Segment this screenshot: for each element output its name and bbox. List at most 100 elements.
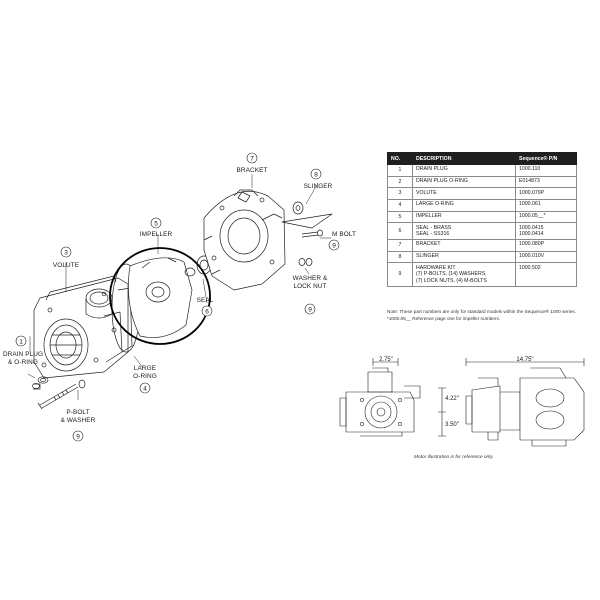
motor-caption: Motor illustration is for reference only… [414, 454, 494, 460]
svg-text:BRACKET: BRACKET [237, 167, 268, 174]
svg-text:WASHER &: WASHER & [293, 275, 328, 282]
svg-text:P-BOLT: P-BOLT [66, 409, 89, 416]
svg-text:7: 7 [250, 155, 254, 162]
part-number-line: 1000.05__* [519, 213, 546, 220]
row-part-number: E014873 [515, 175, 577, 189]
volute-part [33, 275, 133, 379]
row-number: 4 [387, 199, 413, 212]
row-part-number: 1000.079P [515, 187, 577, 201]
svg-text:4: 4 [143, 385, 147, 392]
svg-text:3: 3 [64, 249, 68, 256]
washer-lock-nut-part [298, 258, 313, 266]
description-line: LARGE O-RING [416, 201, 454, 208]
callout-m-bolt: M BOLT 9 [328, 231, 356, 251]
row-number: 7 [387, 239, 413, 252]
svg-text:LOCK NUT: LOCK NUT [293, 283, 326, 290]
row-number: 1 [387, 164, 413, 177]
row-number: 6 [387, 222, 413, 241]
svg-text:9: 9 [76, 433, 80, 440]
row-part-number: 1000.502 [515, 262, 577, 287]
row-description: VOLUTE [412, 187, 516, 201]
row-description: LARGE O-RING [412, 199, 516, 212]
description-line: SEAL - SS316 [416, 231, 450, 238]
svg-text:9: 9 [332, 242, 336, 249]
part-number-line: 1000.010V [519, 253, 545, 260]
callout-slinger: 8 SLINGER [304, 168, 333, 190]
callout-seal: SEAL 6 [197, 297, 214, 317]
slinger-part [292, 201, 304, 215]
row-description: DRAIN PLUG [412, 164, 516, 177]
row-number: 2 [387, 175, 413, 189]
row-part-number: 1000.080P [515, 239, 577, 252]
row-part-number: 1000.05__* [515, 210, 577, 224]
description-line: HARDWARE KIT [416, 264, 456, 271]
description-line: DRAIN PLUG [416, 166, 448, 173]
row-description: SLINGER [412, 250, 516, 264]
svg-text:LARGE: LARGE [134, 365, 156, 372]
header-description: DESCRIPTION [412, 152, 516, 165]
callout-volute: 3 VOLUTE [53, 246, 79, 269]
side-view-drawing [465, 358, 585, 447]
svg-text:5: 5 [154, 220, 158, 227]
callout-impeller: 5 IMPELLER [140, 217, 173, 238]
description-line: SLINGER [416, 253, 439, 260]
motor-shaft-part [281, 213, 333, 229]
svg-text:4.22": 4.22" [445, 396, 459, 402]
svg-text:1: 1 [19, 338, 23, 345]
row-part-number: 1000.061 [515, 199, 577, 212]
description-line: IMPELLER [416, 213, 442, 220]
svg-text:14.75": 14.75" [516, 357, 533, 363]
svg-text:M BOLT: M BOLT [332, 231, 356, 238]
svg-text:6: 6 [205, 308, 209, 315]
callout-p-bolt: P-BOLT & WASHER 9 [61, 409, 96, 442]
impeller-part [128, 257, 196, 338]
svg-text:9: 9 [308, 306, 312, 313]
description-line: SEAL - BRASS [416, 224, 452, 231]
header-part-number: Sequence® P/N [515, 152, 577, 165]
part-number-line: 1000.080P [519, 241, 545, 248]
svg-text:SEAL: SEAL [197, 297, 214, 304]
svg-text:2.75": 2.75" [379, 357, 393, 363]
description-line: BRACKET [416, 241, 441, 248]
row-description: HARDWARE KIT(7) P-BOLTS, (14) WASHERS,(7… [412, 262, 516, 287]
row-part-number: 1000.010V [515, 250, 577, 264]
svg-text:& O-RING: & O-RING [8, 359, 38, 366]
row-part-number: 1000.110 [515, 164, 577, 177]
parts-note: Note: These part numbers are only for st… [387, 309, 576, 321]
front-view-drawing [339, 358, 446, 437]
part-number-line: 1000.0414 [519, 231, 544, 238]
part-number-line: 1000.061 [519, 201, 541, 208]
callout-washer-lock-nut: WASHER & LOCK NUT 9 [293, 275, 328, 315]
svg-text:8: 8 [314, 171, 318, 178]
svg-text:O-RING: O-RING [133, 373, 157, 380]
description-line: (7) P-BOLTS, (14) WASHERS, [416, 271, 487, 278]
description-line: DRAIN PLUG O-RING [416, 177, 468, 184]
description-line: VOLUTE [416, 189, 437, 196]
m-bolt-part [301, 229, 323, 238]
row-number: 8 [387, 250, 413, 264]
p-bolt-part [37, 379, 86, 410]
row-description: BRACKET [412, 239, 516, 252]
row-description: IMPELLER [412, 210, 516, 224]
callout-large-o-ring: LARGE O-RING 4 [133, 365, 157, 394]
row-description: DRAIN PLUG O-RING [412, 175, 516, 189]
bracket-part [203, 189, 286, 291]
impeller-highlight-circle [109, 247, 211, 345]
description-line: (7) LOCK NUTS, (4) M-BOLTS [416, 277, 487, 284]
svg-text:VOLUTE: VOLUTE [53, 262, 79, 269]
callout-bracket: 7 BRACKET [237, 152, 268, 174]
svg-text:& WASHER: & WASHER [61, 417, 96, 424]
svg-text:IMPELLER: IMPELLER [140, 231, 173, 238]
parts-table-header: NO. DESCRIPTION Sequence® P/N [387, 152, 577, 165]
callout-drain-plug: 1 DRAIN PLUG & O-RING [3, 335, 43, 366]
svg-text:3.50": 3.50" [445, 422, 459, 428]
